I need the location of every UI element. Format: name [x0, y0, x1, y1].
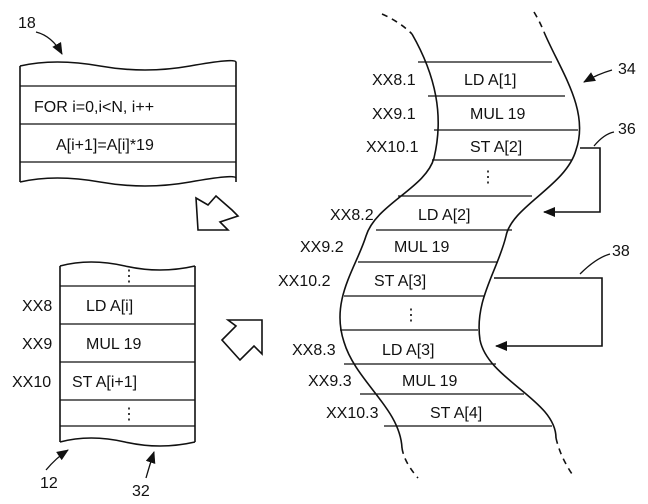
ref-label-32: 32: [132, 483, 150, 500]
right-row-3-instr: ST A[2]: [470, 139, 522, 156]
right-row-4-instr: LD A[2]: [418, 207, 470, 224]
ref-leader-38: [580, 254, 610, 274]
right-row-1-addr: XX8.1: [372, 72, 416, 89]
left-stack-ellipsis-top: ⋮: [121, 268, 137, 285]
ref-label-38: 38: [612, 243, 630, 260]
left-row-3-instr: ST A[i+1]: [72, 374, 137, 391]
right-row-5-instr: MUL 19: [394, 239, 450, 256]
ref-label-36: 36: [618, 121, 636, 138]
right-row-2-addr: XX9.1: [372, 106, 416, 123]
hollow-arrow-compile: [196, 196, 238, 230]
right-row-4-addr: XX8.2: [330, 207, 374, 224]
right-row-6-instr: ST A[3]: [374, 273, 426, 290]
left-row-2-addr: XX9: [22, 336, 52, 353]
right-row-7-addr: XX8.3: [292, 342, 336, 359]
ref-label-34: 34: [618, 61, 636, 78]
right-row-2-instr: MUL 19: [470, 106, 526, 123]
right-row-1-instr: LD A[1]: [464, 72, 516, 89]
left-row-1-instr: LD A[i]: [86, 298, 133, 315]
ref-leader-32: [146, 452, 154, 478]
ref-leader-12: [46, 450, 68, 470]
right-row-9-addr: XX10.3: [326, 405, 379, 422]
source-line-assign: A[i+1]=A[i]*19: [56, 137, 154, 154]
ref-label-18: 18: [18, 15, 36, 32]
ref-leader-36: [594, 132, 614, 146]
right-row-3-addr: XX10.1: [366, 139, 419, 156]
right-stack-ellipsis-1: ⋮: [480, 169, 496, 186]
ref-leader-18: [36, 32, 62, 54]
source-line-loop: FOR i=0,i<N, i++: [34, 99, 154, 116]
source-code-box: FOR i=0,i<N, i++ A[i+1]=A[i]*19: [20, 61, 236, 186]
feedback-arrow-36: [544, 148, 600, 212]
hollow-arrow-unroll: [222, 320, 262, 360]
right-row-6-addr: XX10.2: [278, 273, 331, 290]
ref-leader-34: [584, 70, 612, 82]
feedback-arrow-38: [494, 278, 602, 346]
right-row-5-addr: XX9.2: [300, 239, 344, 256]
right-row-8-instr: MUL 19: [402, 373, 458, 390]
left-stack-ellipsis-bottom: ⋮: [121, 406, 137, 423]
ref-label-12: 12: [40, 475, 58, 492]
right-row-8-addr: XX9.3: [308, 373, 352, 390]
left-row-3-addr: XX10: [12, 374, 51, 391]
left-row-2-instr: MUL 19: [86, 336, 142, 353]
right-stack-ellipsis-2: ⋮: [403, 307, 419, 324]
right-row-9-instr: ST A[4]: [430, 405, 482, 422]
right-row-7-instr: LD A[3]: [382, 342, 434, 359]
left-row-1-addr: XX8: [22, 298, 52, 315]
left-instruction-stack: ⋮ ⋮ LD A[i] MUL 19 ST A[i+1]: [60, 262, 195, 446]
